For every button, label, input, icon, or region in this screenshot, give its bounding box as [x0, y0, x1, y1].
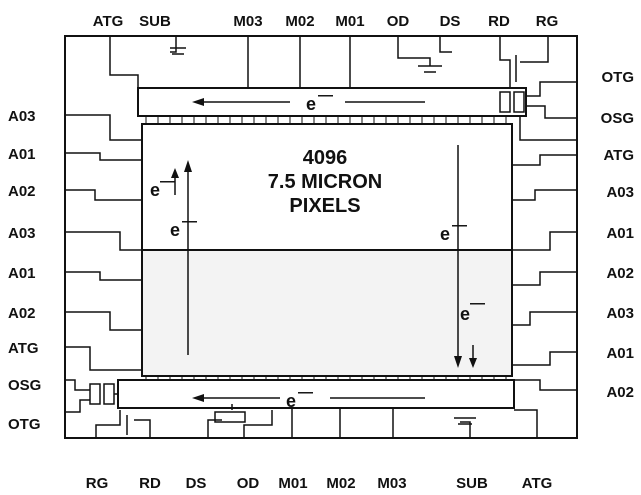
- electron-label-left-lower: e —: [170, 213, 197, 240]
- top-wiring: [109, 36, 577, 141]
- right-pin-labels: OTG OSG ATG A03 A01 A02 A03 A01 A02: [601, 69, 634, 401]
- svg-text:e: e: [306, 94, 316, 114]
- svg-text:e: e: [170, 220, 180, 240]
- bottom-pin-label: M03: [377, 475, 406, 492]
- right-pin-label: A01: [606, 345, 634, 362]
- left-pin-label: OTG: [8, 416, 41, 433]
- bottom-pin-label: OD: [237, 475, 260, 492]
- top-pin-label: RD: [488, 13, 510, 30]
- bottom-serial-register: [117, 379, 515, 409]
- electron-label-left-upper: e —: [150, 173, 175, 200]
- svg-text:—: —: [298, 384, 313, 401]
- electron-label-top-register: e —: [306, 87, 333, 114]
- left-up-arrowhead: [184, 160, 192, 172]
- top-pin-label: ATG: [93, 13, 124, 30]
- svg-text:—: —: [452, 217, 467, 234]
- bottom-wiring: [65, 379, 538, 438]
- top-pin-label: M02: [285, 13, 314, 30]
- top-pin-label: RG: [536, 13, 559, 30]
- right-down-arrowhead: [454, 356, 462, 368]
- top-register-arrowhead: [192, 98, 204, 106]
- svg-text:e: e: [460, 304, 470, 324]
- right-pin-label: A03: [606, 184, 634, 201]
- bottom-register-arrowhead: [192, 394, 204, 402]
- top-pin-label: SUB: [139, 13, 171, 30]
- top-serial-register: [137, 87, 527, 117]
- pixel-count-text: 4096: [303, 147, 348, 169]
- left-pin-label: ATG: [8, 340, 39, 357]
- top-pin-label: M01: [335, 13, 364, 30]
- left-pin-label: A03: [8, 108, 36, 125]
- package-outline: [64, 35, 578, 439]
- right-pin-label: A03: [606, 305, 634, 322]
- left-pin-label: A02: [8, 183, 36, 200]
- electron-label-right-upper: e —: [440, 217, 467, 244]
- right-small-down-arrowhead: [469, 358, 477, 368]
- top-pixel-ticks: [145, 116, 507, 124]
- svg-text:—: —: [160, 173, 175, 190]
- right-pin-label: OTG: [602, 69, 635, 86]
- bottom-pin-label: M01: [278, 475, 307, 492]
- left-small-up-arrowhead: [171, 168, 179, 178]
- top-pin-label: DS: [440, 13, 461, 30]
- svg-text:—: —: [318, 87, 333, 104]
- electron-label-right-lower: e —: [460, 295, 485, 324]
- svg-text:e: e: [150, 180, 160, 200]
- left-pin-label: A03: [8, 225, 36, 242]
- top-pin-label: OD: [387, 13, 410, 30]
- svg-text:—: —: [470, 295, 485, 312]
- left-pin-labels: A03 A01 A02 A03 A01 A02 ATG OSG OTG: [8, 108, 41, 433]
- bottom-pin-label: SUB: [456, 475, 488, 492]
- top-pin-labels: ATG SUB M03 M02 M01 OD DS RD RG: [93, 13, 559, 30]
- svg-text:e: e: [286, 391, 296, 411]
- right-pin-label: OSG: [601, 110, 634, 127]
- bottom-pin-label: M02: [326, 475, 355, 492]
- bottom-pin-label: RG: [86, 475, 109, 492]
- right-wiring: [512, 154, 577, 391]
- pixel-size-text: 7.5 MICRON: [268, 171, 382, 193]
- pixels-text: PIXELS: [289, 195, 360, 217]
- lower-half-shade: [143, 251, 511, 375]
- bottom-pin-label: DS: [186, 475, 207, 492]
- left-wiring: [65, 114, 142, 371]
- right-pin-label: A02: [606, 265, 634, 282]
- left-pin-label: A02: [8, 305, 36, 322]
- bottom-pin-label: ATG: [522, 475, 553, 492]
- svg-text:—: —: [182, 213, 197, 230]
- bottom-pixel-ticks: [145, 376, 507, 380]
- electron-label-bottom-register: e —: [286, 384, 313, 411]
- bottom-pin-labels: RG RD DS OD M01 M02 M03 SUB ATG: [86, 475, 553, 492]
- bottom-pin-label: RD: [139, 475, 161, 492]
- right-pin-label: A01: [606, 225, 634, 242]
- left-pin-label: A01: [8, 265, 36, 282]
- left-pin-label: A01: [8, 146, 36, 163]
- top-pin-label: M03: [233, 13, 262, 30]
- svg-text:e: e: [440, 224, 450, 244]
- right-pin-label: A02: [606, 384, 634, 401]
- right-pin-label: ATG: [603, 147, 634, 164]
- left-pin-label: OSG: [8, 377, 41, 394]
